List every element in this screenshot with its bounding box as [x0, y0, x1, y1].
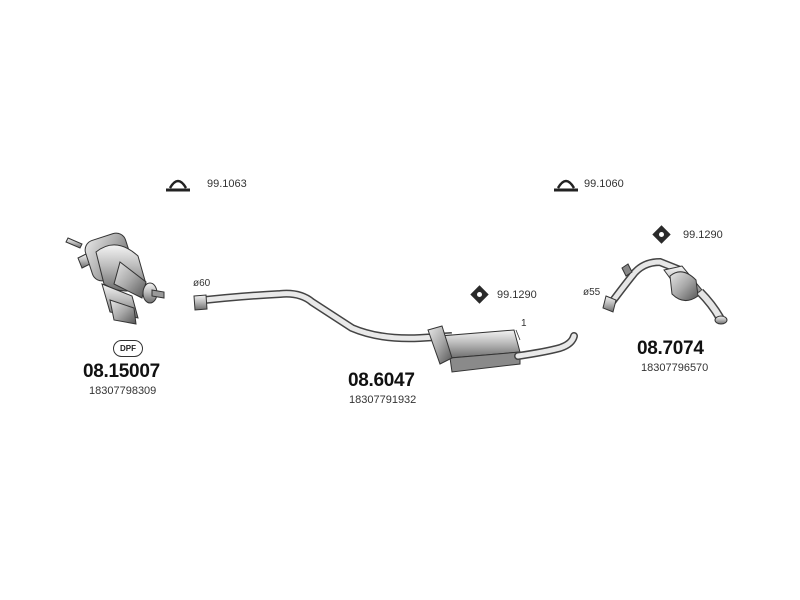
dpf-badge: DPF: [113, 340, 143, 357]
part-number: 08.6047: [348, 370, 415, 391]
rubber-mount-icon: [470, 285, 489, 304]
clamp-part-number: 99.1060: [584, 178, 624, 190]
oem-number: 18307791932: [349, 394, 417, 406]
oem-number: 18307798309: [89, 385, 157, 397]
pipe-diameter-label: ø55: [583, 287, 601, 298]
rubber-mount-icon: [652, 225, 671, 244]
mount-part-number: 99.1290: [683, 229, 723, 241]
part-number: 08.7074: [637, 338, 704, 359]
part-number: 08.15007: [83, 361, 160, 382]
clamp-icon: [166, 179, 190, 192]
oem-number: 18307796570: [641, 362, 709, 374]
middle-pipe-drawing: [193, 289, 578, 373]
mount-part-number: 99.1290: [497, 289, 537, 301]
clamp-icon: [554, 179, 578, 192]
dpf-filter-drawing: [65, 232, 165, 325]
rear-silencer-drawing: [602, 257, 728, 325]
position-marker: 1: [521, 318, 527, 329]
clamp-part-number: 99.1063: [207, 178, 247, 190]
pipe-diameter-label: ø60: [193, 278, 211, 289]
